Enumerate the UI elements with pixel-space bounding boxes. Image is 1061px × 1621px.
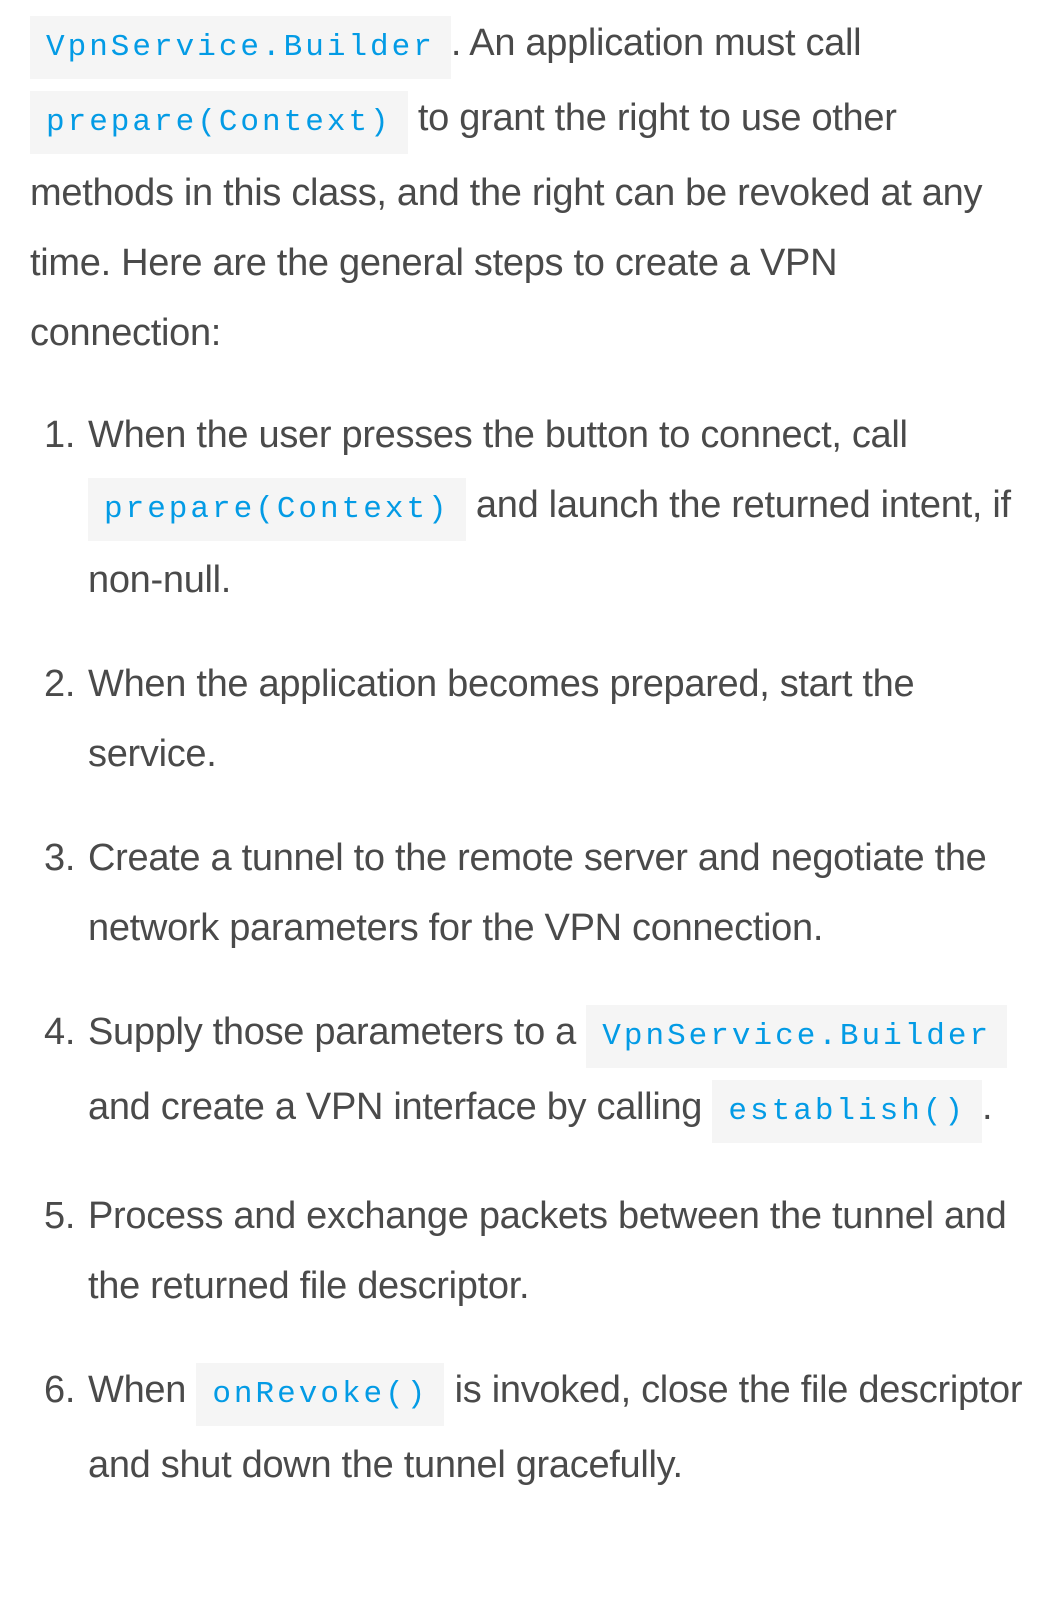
step-text: When: [88, 1369, 197, 1411]
code-establish-link[interactable]: establish(): [712, 1080, 983, 1143]
code-vpnservice-builder-link[interactable]: VpnService.Builder: [586, 1005, 1008, 1068]
code-prepare-context-link[interactable]: prepare(Context): [30, 91, 408, 154]
vpn-steps-list: 1. When the user presses the button to c…: [30, 400, 1031, 1500]
list-item-step-5: 5. Process and exchange packets between …: [44, 1181, 1031, 1321]
code-prepare-context-link[interactable]: prepare(Context): [88, 478, 466, 541]
step-number: 2.: [44, 663, 76, 705]
step-text: is invoked, close the file descriptor an…: [88, 1369, 1023, 1486]
step-text: When the user presses the button to conn…: [88, 414, 908, 456]
list-item-step-4: 4. Supply those parameters to a VpnServi…: [44, 997, 1031, 1147]
intro-paragraph: VpnService.Builder. An application must …: [30, 0, 1031, 368]
code-onrevoke-link[interactable]: onRevoke(): [196, 1363, 445, 1426]
step-text: When the application becomes prepared, s…: [88, 663, 915, 775]
list-item-step-1: 1. When the user presses the button to c…: [44, 400, 1031, 615]
list-item-step-2: 2. When the application becomes prepared…: [44, 649, 1031, 789]
step-number: 6.: [44, 1369, 76, 1411]
step-text: Supply those parameters to a: [88, 1011, 587, 1053]
step-text: .: [982, 1086, 993, 1128]
list-item-step-6: 6. When onRevoke() is invoked, close the…: [44, 1355, 1031, 1500]
step-number: 4.: [44, 1011, 76, 1053]
intro-text-2: to grant the right to use other methods …: [30, 97, 983, 354]
step-text: and launch the returned intent, if non-n…: [88, 484, 1011, 601]
step-number: 5.: [44, 1195, 76, 1237]
list-item-step-3: 3. Create a tunnel to the remote server …: [44, 823, 1031, 963]
step-number: 1.: [44, 414, 76, 456]
step-text: and create a VPN interface by calling: [88, 1086, 713, 1128]
step-text: Process and exchange packets between the…: [88, 1195, 1007, 1307]
intro-text-1: . An application must call: [450, 22, 862, 64]
step-text: Create a tunnel to the remote server and…: [88, 837, 987, 949]
document-body: VpnService.Builder. An application must …: [30, 0, 1031, 1500]
code-vpnservice-builder-link[interactable]: VpnService.Builder: [30, 16, 451, 79]
step-number: 3.: [44, 837, 76, 879]
